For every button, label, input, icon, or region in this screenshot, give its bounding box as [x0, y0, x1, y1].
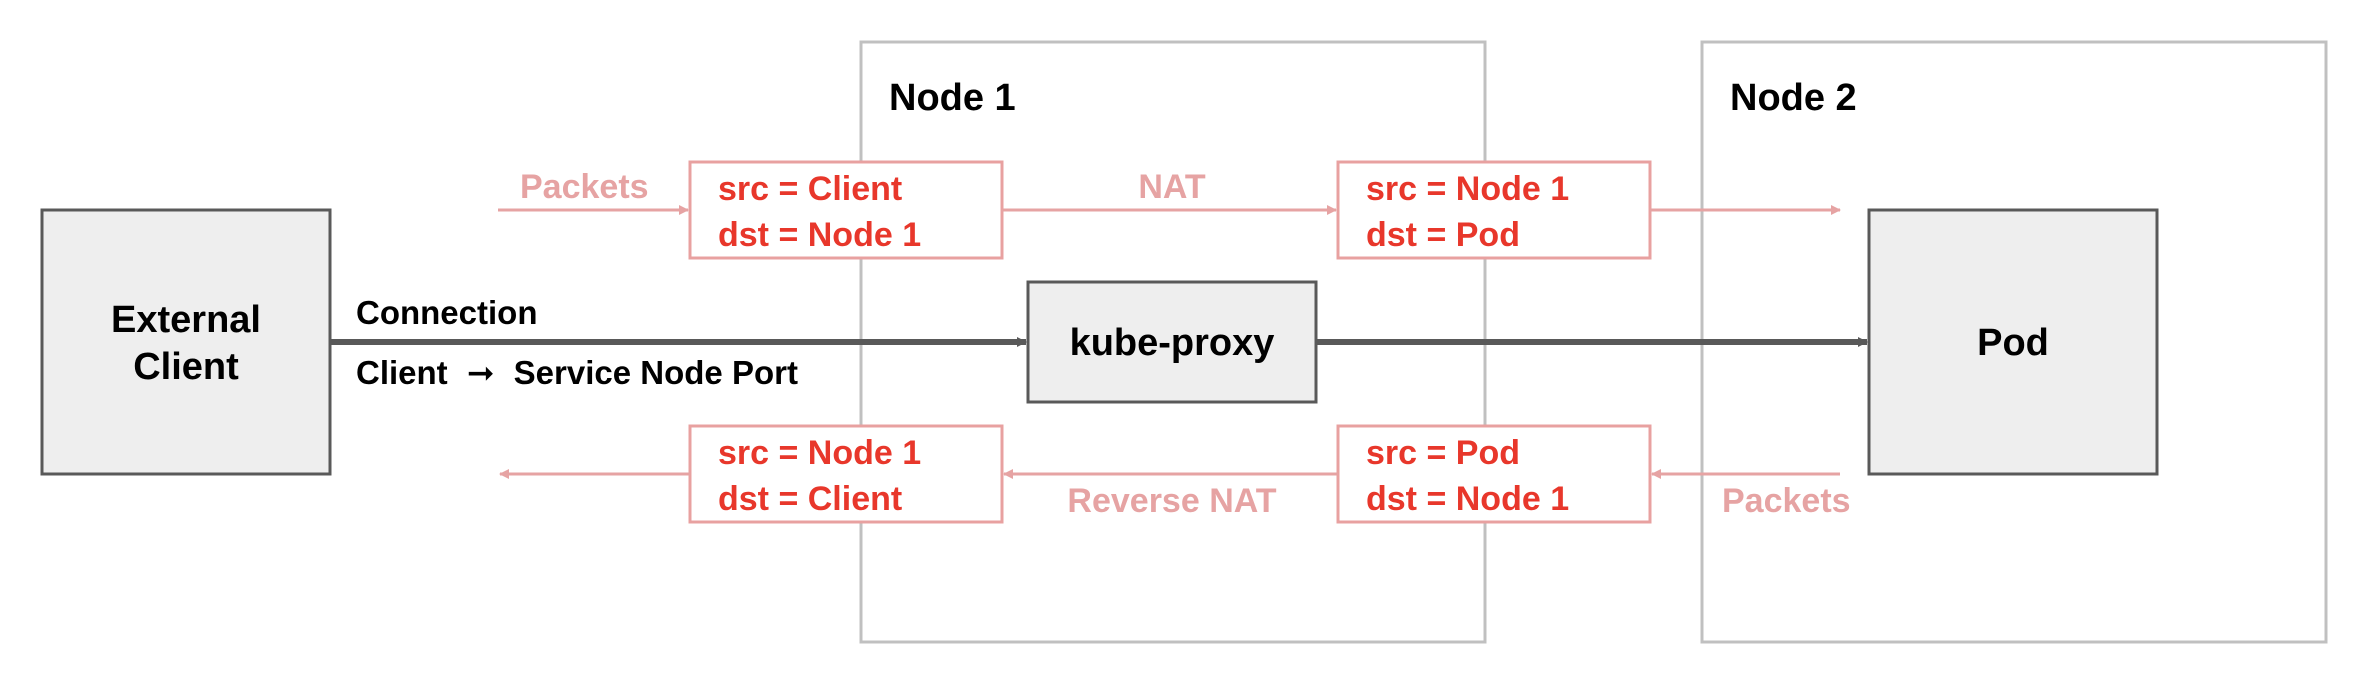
return-reverse-nat-label: Reverse NAT	[1067, 482, 1276, 520]
connection-detail: Client ➞ Service Node Port	[356, 354, 798, 391]
kube-proxy-box: kube-proxy	[1026, 280, 1318, 404]
forward-packet-2-dst: dst = Pod	[1366, 216, 1520, 254]
return-packet-2-box	[688, 424, 1004, 524]
pod-rect	[1867, 208, 2159, 476]
return-packet-2-src: src = Node 1	[718, 434, 921, 472]
connection-detail-arrow-icon: ➞	[467, 354, 495, 391]
node-1-title: Node 1	[889, 77, 1016, 119]
external-client-label-line1: External	[111, 299, 261, 341]
return-flow: Packets src = Pod dst = Node 1 Reverse N…	[499, 424, 1851, 524]
forward-packet-2-src: src = Node 1	[1366, 170, 1569, 208]
forward-packet-1-dst: dst = Node 1	[718, 216, 921, 254]
forward-packet-1-src: src = Client	[718, 170, 902, 208]
external-client-rect	[40, 208, 332, 476]
connection-detail-source: Client	[356, 354, 448, 391]
pod-label: Pod	[1977, 322, 2049, 364]
pod-box: Pod	[1867, 208, 2159, 476]
return-packet-1-dst: dst = Node 1	[1366, 480, 1569, 518]
forward-nat-label: NAT	[1138, 168, 1206, 206]
node-2-title: Node 2	[1730, 77, 1857, 119]
connection-detail-target: Service Node Port	[514, 354, 798, 391]
return-packets-label: Packets	[1722, 482, 1851, 520]
forward-packet-1-box	[688, 160, 1004, 260]
return-packet-1-box	[1336, 424, 1652, 524]
forward-packet-2-box	[1336, 160, 1652, 260]
external-client-box: External Client	[40, 208, 332, 476]
return-packet-2-dst: dst = Client	[718, 480, 902, 518]
kube-proxy-label: kube-proxy	[1070, 322, 1275, 364]
forward-packets-label: Packets	[520, 168, 649, 206]
external-client-label-line2: Client	[133, 346, 239, 388]
connection-title: Connection	[356, 294, 537, 331]
return-packet-1-src: src = Pod	[1366, 434, 1520, 472]
forward-flow: Packets src = Client dst = Node 1 NAT sr…	[498, 160, 1841, 260]
kube-proxy-rect	[1026, 280, 1318, 404]
